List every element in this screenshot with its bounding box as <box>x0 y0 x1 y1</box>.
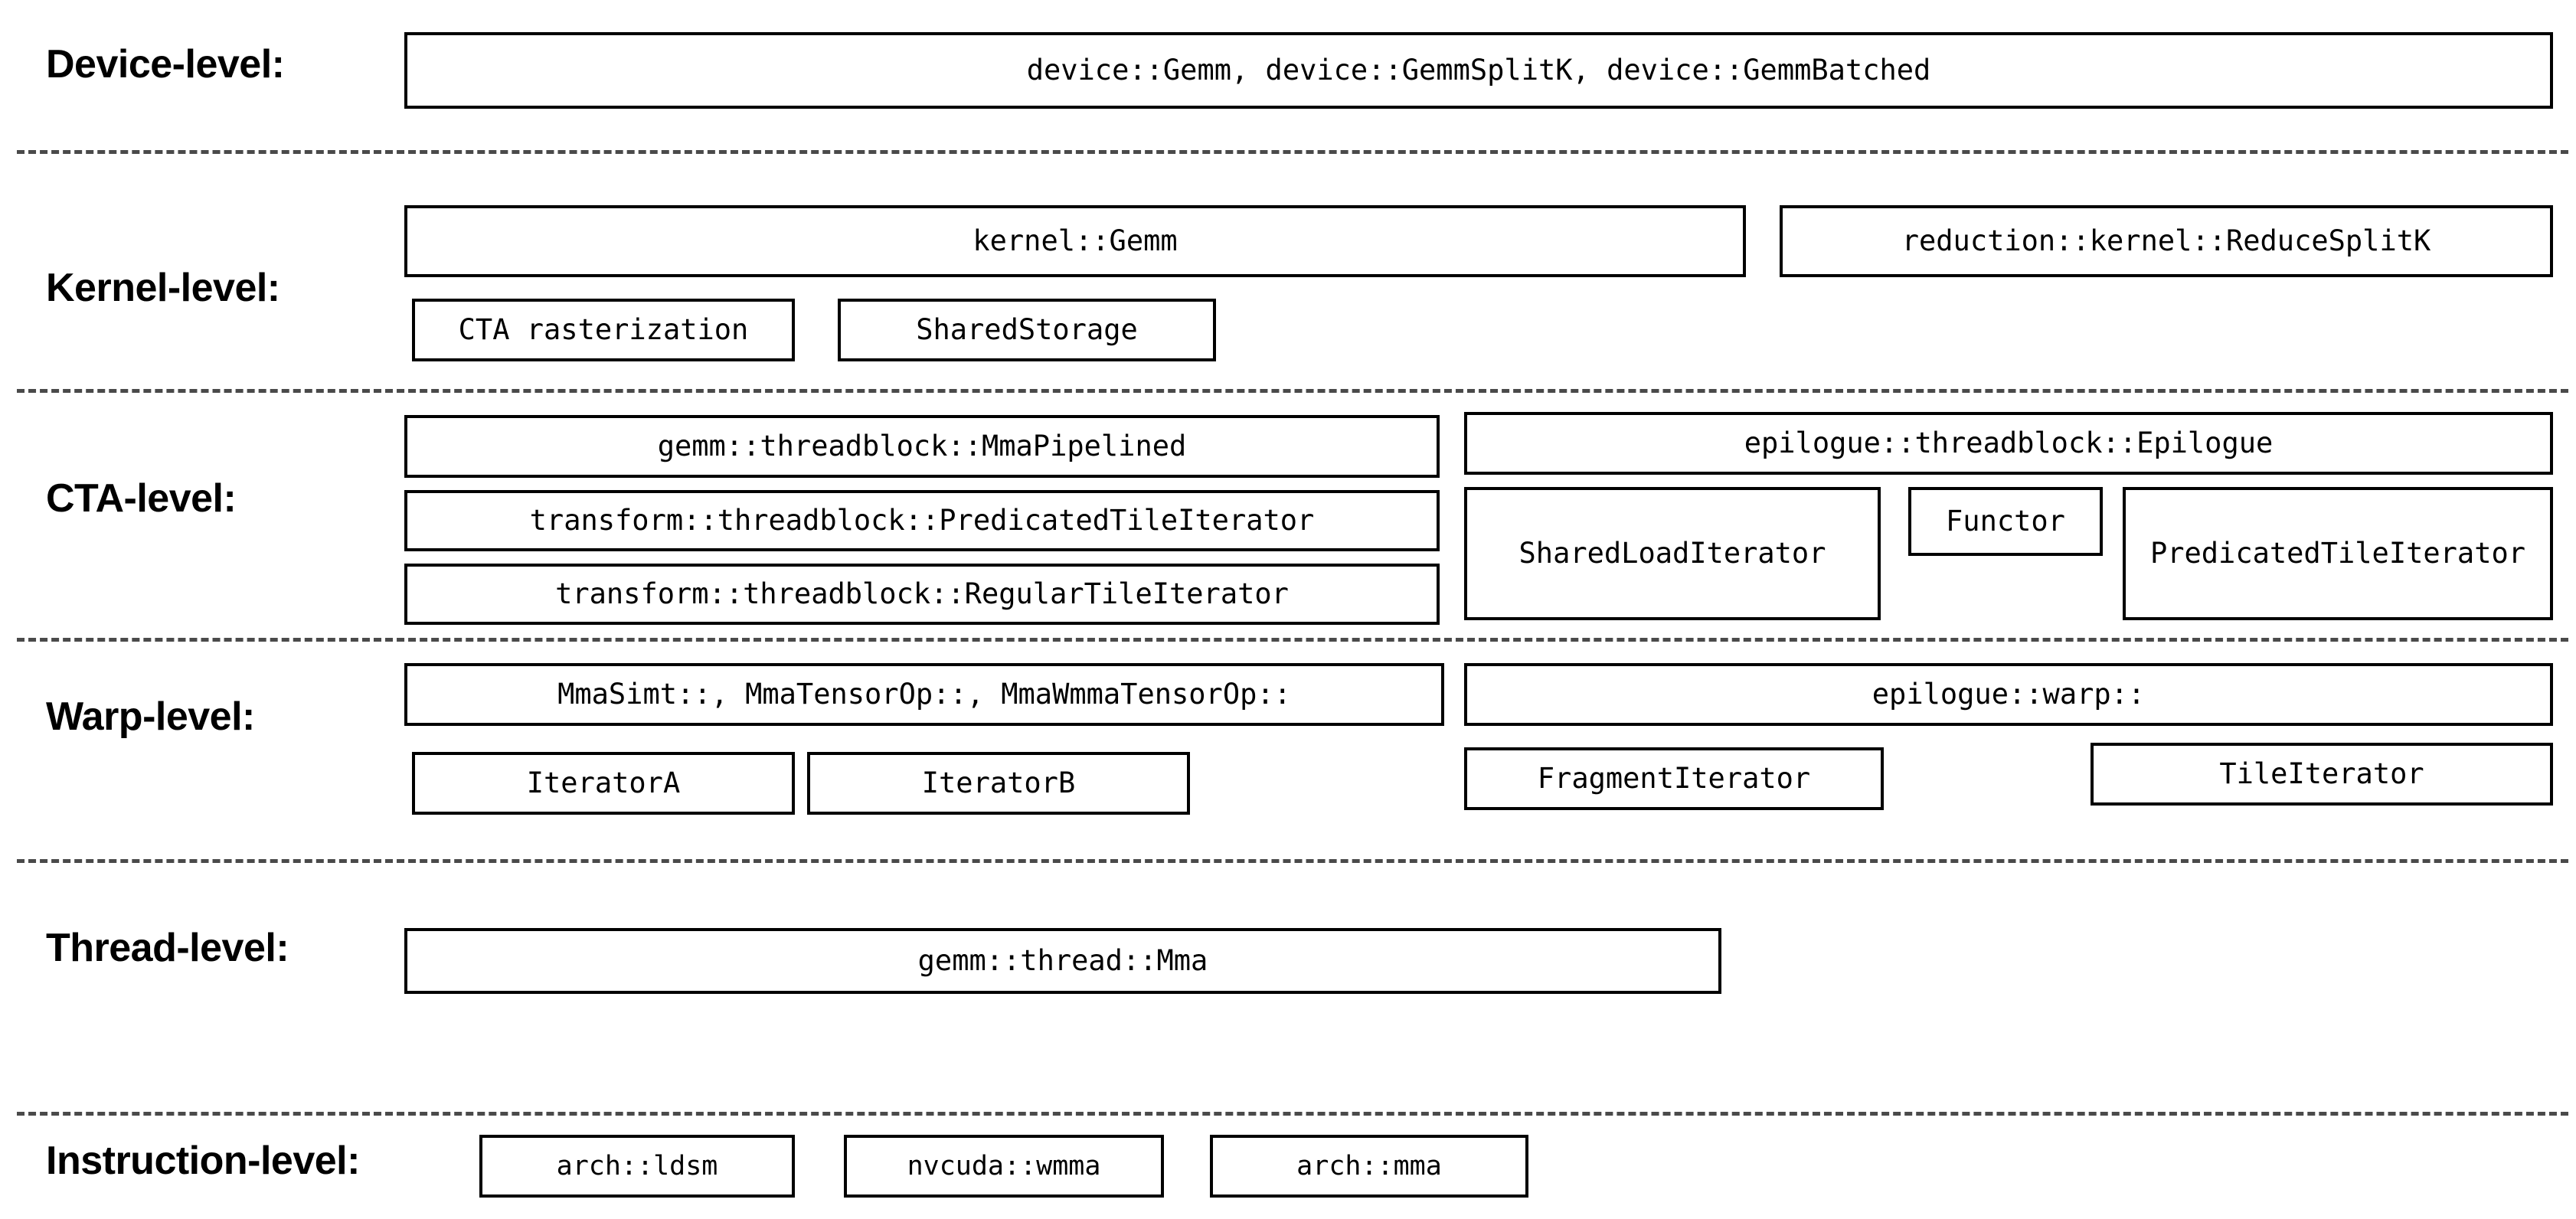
box-tileiterator[interactable]: TileIterator <box>2091 743 2553 806</box>
box-iteratora[interactable]: IteratorA <box>412 752 795 815</box>
box-cta-rasterization[interactable]: CTA rasterization <box>412 299 795 361</box>
box-iteratorb[interactable]: IteratorB <box>807 752 1190 815</box>
level-label-cta: CTA-level: <box>46 476 237 521</box>
box-predicatedtileiterator[interactable]: PredicatedTileIterator <box>2123 487 2553 620</box>
separator-cta-warp <box>17 638 2568 642</box>
box-epilogue-warp[interactable]: epilogue::warp:: <box>1464 663 2553 726</box>
box-transform-threadblock-regulartileiterator[interactable]: transform::threadblock::RegularTileItera… <box>404 564 1440 625</box>
box-sharedstorage[interactable]: SharedStorage <box>838 299 1216 361</box>
box-gemm-thread-mma[interactable]: gemm::thread::Mma <box>404 928 1721 994</box>
separator-device-kernel <box>17 150 2568 154</box>
box-epilogue-threadblock-epilogue[interactable]: epilogue::threadblock::Epilogue <box>1464 412 2553 475</box>
box-functor[interactable]: Functor <box>1908 487 2103 556</box>
level-label-kernel: Kernel-level: <box>46 266 280 310</box>
box-reduction-kernel-reducesplitk[interactable]: reduction::kernel::ReduceSplitK <box>1780 205 2553 277</box>
separator-warp-thread <box>17 859 2568 863</box>
box-device-gemm[interactable]: device::Gemm, device::GemmSplitK, device… <box>404 32 2553 109</box>
level-label-warp: Warp-level: <box>46 694 255 739</box>
box-arch-ldsm[interactable]: arch::ldsm <box>479 1135 795 1198</box>
box-arch-mma[interactable]: arch::mma <box>1210 1135 1528 1198</box>
box-fragmentiterator[interactable]: FragmentIterator <box>1464 747 1884 810</box>
level-label-device: Device-level: <box>46 42 285 87</box>
box-nvcuda-wmma[interactable]: nvcuda::wmma <box>844 1135 1164 1198</box>
box-sharedloaditerator[interactable]: SharedLoadIterator <box>1464 487 1881 620</box>
box-transform-threadblock-predicatedtileiterator[interactable]: transform::threadblock::PredicatedTileIt… <box>404 490 1440 551</box>
box-mma-warp-ops[interactable]: MmaSimt::, MmaTensorOp::, MmaWmmaTensorO… <box>404 663 1444 726</box>
box-gemm-threadblock-mmapipelined[interactable]: gemm::threadblock::MmaPipelined <box>404 415 1440 478</box>
level-label-instruction: Instruction-level: <box>46 1139 360 1183</box>
box-kernel-gemm[interactable]: kernel::Gemm <box>404 205 1746 277</box>
separator-thread-instruction <box>17 1112 2568 1116</box>
level-label-thread: Thread-level: <box>46 926 289 970</box>
separator-kernel-cta <box>17 389 2568 393</box>
